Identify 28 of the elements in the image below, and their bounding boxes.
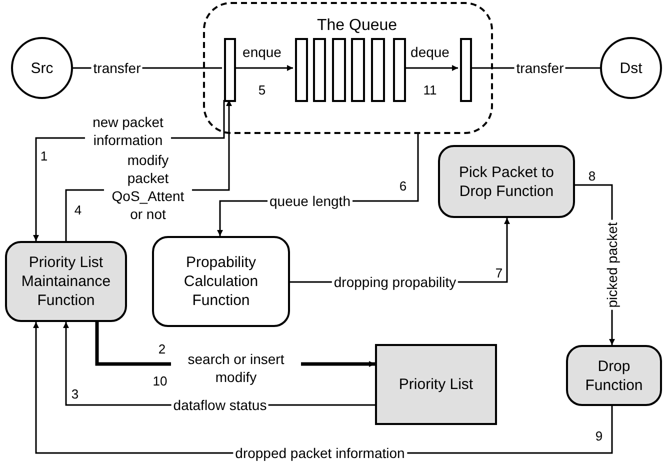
step-number: 1 (40, 148, 48, 164)
step-number: 10 (152, 374, 168, 388)
process-box: Drop Function (566, 345, 662, 406)
queue-slot (224, 38, 236, 102)
step-number: 5 (258, 82, 266, 98)
queue-group (203, 2, 493, 134)
step-number: 3 (71, 386, 79, 402)
queue-slot (351, 38, 365, 102)
step-number: 8 (588, 168, 596, 184)
step-number: 9 (595, 428, 603, 444)
step-number: 4 (74, 202, 82, 218)
queue-slot (295, 38, 308, 102)
step-number: 11 (423, 82, 437, 98)
queue-slot (332, 38, 346, 102)
step-number: 2 (158, 342, 166, 356)
step-number: 7 (495, 266, 503, 280)
queue-slot (371, 38, 385, 102)
queue-slot (313, 38, 326, 102)
process-box: Propability Calculation Function (152, 236, 290, 327)
step-number: 6 (399, 178, 407, 194)
queue-slot (393, 38, 406, 102)
process-box: Priority List Maintainance Function (5, 241, 127, 322)
data-store-box: Priority List (375, 344, 497, 425)
arrow (234, 65, 293, 71)
queue-slot (460, 38, 472, 102)
arrow (404, 65, 458, 71)
group-title: The Queue (317, 16, 398, 36)
process-box: Pick Packet to Drop Function (438, 145, 575, 218)
